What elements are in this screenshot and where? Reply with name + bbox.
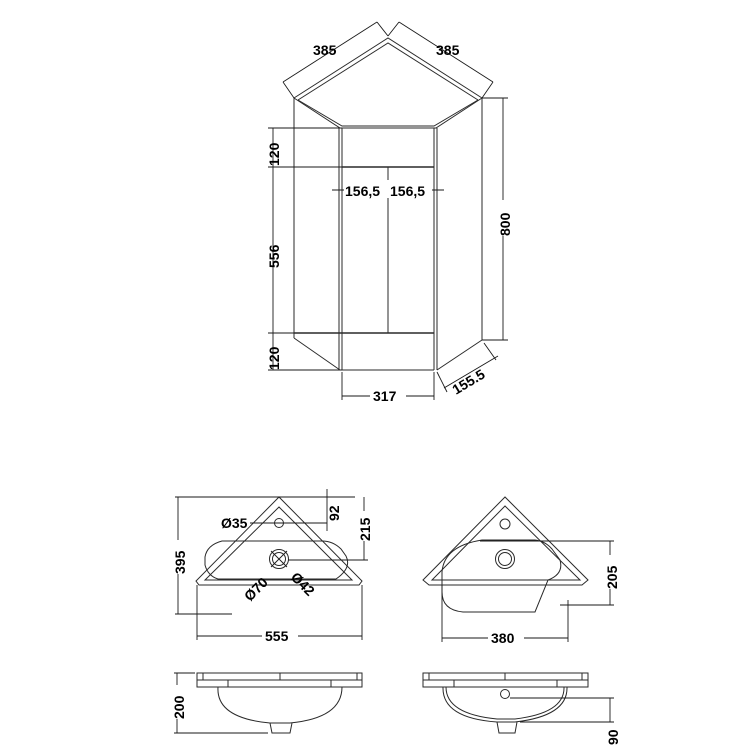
dim-bowl-depth: 205: [604, 565, 620, 589]
dim-overflow-height: 90: [605, 729, 621, 745]
basin-section-dimensions: 90: [510, 697, 621, 745]
dim-door-right-width: 156,5: [390, 183, 425, 199]
basin-elevation-drawing: [196, 672, 363, 734]
dim-waste-inner-diameter: Ø42: [288, 569, 318, 599]
basin-section-drawing: [422, 672, 589, 734]
dim-waste-offset: 215: [357, 517, 373, 541]
bowl-plan-drawing: [422, 496, 589, 613]
dim-basin-height: 200: [171, 695, 187, 719]
dim-tap-hole-offset: 92: [326, 505, 342, 521]
basin-elevation-dimensions: 200: [169, 672, 268, 734]
dim-waste-outer-diameter: Ø70: [241, 574, 271, 604]
dim-total-height: 800: [497, 212, 513, 236]
dim-basin-depth: 395: [172, 550, 188, 574]
cabinet-drawing: [293, 37, 483, 371]
dim-basin-width: 555: [265, 628, 289, 644]
dim-top-rail-height: 120: [266, 142, 282, 166]
dim-door-left-width: 156,5: [345, 183, 380, 199]
basin-plan-drawing: [195, 496, 363, 586]
basin-plan-dimensions: 395 555 Ø35 92 215 Ø70 Ø42: [170, 489, 373, 644]
dim-bowl-width: 380: [491, 630, 515, 646]
dim-side-width: 155.5: [449, 366, 487, 398]
bowl-plan-dimensions: 205 380: [441, 540, 620, 646]
dim-door-height: 556: [266, 244, 282, 268]
dim-top-right-width: 385: [436, 42, 460, 58]
cabinet-dimensions: 385 385 120 556 120 156,5 156,5 800 317: [266, 21, 513, 404]
dim-bottom-rail-height: 120: [266, 346, 282, 370]
dim-top-left-width: 385: [313, 42, 337, 58]
dim-tap-hole-diameter: Ø35: [221, 515, 248, 531]
dim-front-width: 317: [373, 388, 397, 404]
